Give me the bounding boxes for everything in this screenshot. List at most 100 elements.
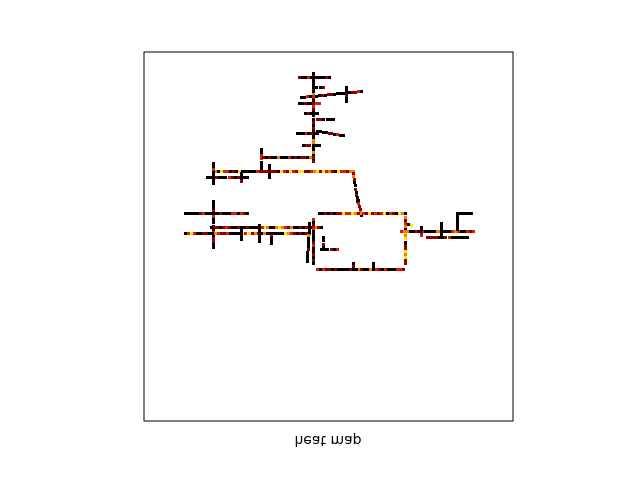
heatmap-cell xyxy=(306,251,309,254)
heatmap-cell xyxy=(312,102,315,105)
heatmap-cell xyxy=(212,228,215,231)
heatmap-cell xyxy=(380,212,383,215)
heatmap-cell xyxy=(328,268,331,271)
heatmap-cell xyxy=(307,234,310,237)
heatmap-cell xyxy=(451,236,454,239)
heatmap-cell xyxy=(246,212,249,215)
heatmap-cell xyxy=(247,170,250,173)
heatmap-cell xyxy=(268,156,271,159)
heatmap-cell xyxy=(312,130,315,133)
heatmap-cell xyxy=(298,102,301,105)
heatmap-cell xyxy=(193,212,196,215)
heatmap-cell xyxy=(266,232,269,235)
heatmap-cell xyxy=(464,212,467,215)
heatmap-cell xyxy=(386,212,389,215)
heatmap-cell xyxy=(348,91,351,94)
heatmap-cell xyxy=(305,144,308,147)
heatmap-cell xyxy=(258,240,261,243)
heatmap-cell xyxy=(460,230,463,233)
heatmap-cell xyxy=(312,127,315,130)
heatmap-cell xyxy=(319,118,322,121)
heatmap-cell xyxy=(231,212,234,215)
heatmap-cell xyxy=(337,170,340,173)
heatmap-cell xyxy=(456,220,459,223)
heatmap-cell xyxy=(366,268,369,271)
heatmap-cell xyxy=(249,226,252,229)
heatmap-cell xyxy=(184,232,187,235)
heatmap-cell xyxy=(238,170,241,173)
heatmap-cell xyxy=(248,232,251,235)
heatmap-cell xyxy=(240,235,243,238)
heatmap-cell xyxy=(212,176,215,179)
heatmap-cell xyxy=(252,226,255,229)
heatmap-cell xyxy=(317,226,320,229)
heatmap-cell xyxy=(272,232,275,235)
heatmap-cell xyxy=(324,212,327,215)
heatmap-cell xyxy=(237,176,240,179)
heatmap-cell xyxy=(238,232,241,235)
heatmap-cell xyxy=(433,230,436,233)
heatmap-cell xyxy=(312,148,315,151)
heatmap-cell xyxy=(296,132,299,135)
heatmap-cell xyxy=(310,112,313,115)
heatmap-cell xyxy=(234,176,237,179)
heatmap-cell xyxy=(187,212,190,215)
heatmap-cell xyxy=(261,226,264,229)
heatmap-cell xyxy=(275,232,278,235)
heatmap-cell xyxy=(340,268,343,271)
heatmap-cell xyxy=(333,248,336,251)
heatmap-cell xyxy=(281,232,284,235)
heatmap-cell xyxy=(225,226,228,229)
heatmap-cell xyxy=(302,226,305,229)
heatmap-cell xyxy=(352,268,355,271)
heatmap-cell xyxy=(277,170,280,173)
heatmap-cell xyxy=(456,225,459,228)
heatmap-cell xyxy=(271,170,274,173)
heatmap-cell xyxy=(212,182,215,185)
heatmap-cell xyxy=(339,212,342,215)
heatmap-cell xyxy=(286,170,289,173)
heatmap-cell xyxy=(258,227,261,230)
heatmap-cell xyxy=(309,102,312,105)
heatmap-cell xyxy=(243,212,246,215)
heatmap-cell xyxy=(307,76,310,79)
heatmap-cell xyxy=(268,164,271,167)
heatmap-cell xyxy=(343,268,346,271)
heatmap-cell xyxy=(290,226,293,229)
heatmap-cell xyxy=(243,176,246,179)
heatmap-cell xyxy=(325,131,328,134)
heatmap-cell xyxy=(312,144,315,147)
heatmap-cell xyxy=(205,212,208,215)
heatmap-cell xyxy=(306,254,309,257)
heatmap-cell xyxy=(322,268,325,271)
heatmap-cell xyxy=(349,268,352,271)
heatmap-cell xyxy=(435,236,438,239)
heatmap-cell xyxy=(262,156,265,159)
heatmap-cell xyxy=(299,226,302,229)
heatmap-cell xyxy=(212,237,215,240)
heatmap-cell xyxy=(457,236,460,239)
heatmap-cell xyxy=(283,156,286,159)
heatmap-cell xyxy=(262,170,265,173)
heatmap-cell xyxy=(260,164,263,167)
heatmap-cell xyxy=(310,76,313,79)
heatmap-cell xyxy=(314,226,317,229)
heatmap-cell xyxy=(345,89,348,92)
heatmap-cell xyxy=(304,76,307,79)
heatmap-cell xyxy=(246,176,249,179)
heatmap-cell xyxy=(212,212,215,215)
heatmap-cell xyxy=(298,170,301,173)
heatmap-cell xyxy=(312,156,315,159)
heatmap-cell xyxy=(312,160,315,163)
heatmap-cell xyxy=(312,90,315,93)
heatmap-cell xyxy=(318,212,321,215)
heatmap-cell xyxy=(228,226,231,229)
heatmap-cell xyxy=(404,237,407,240)
heatmap-cell xyxy=(299,132,302,135)
heatmap-cell xyxy=(214,170,217,173)
heatmap-cell xyxy=(352,265,355,268)
heatmap-cell xyxy=(325,170,328,173)
heatmap-cell xyxy=(250,170,253,173)
heatmap-cell xyxy=(325,268,328,271)
heatmap-cell xyxy=(300,96,303,99)
